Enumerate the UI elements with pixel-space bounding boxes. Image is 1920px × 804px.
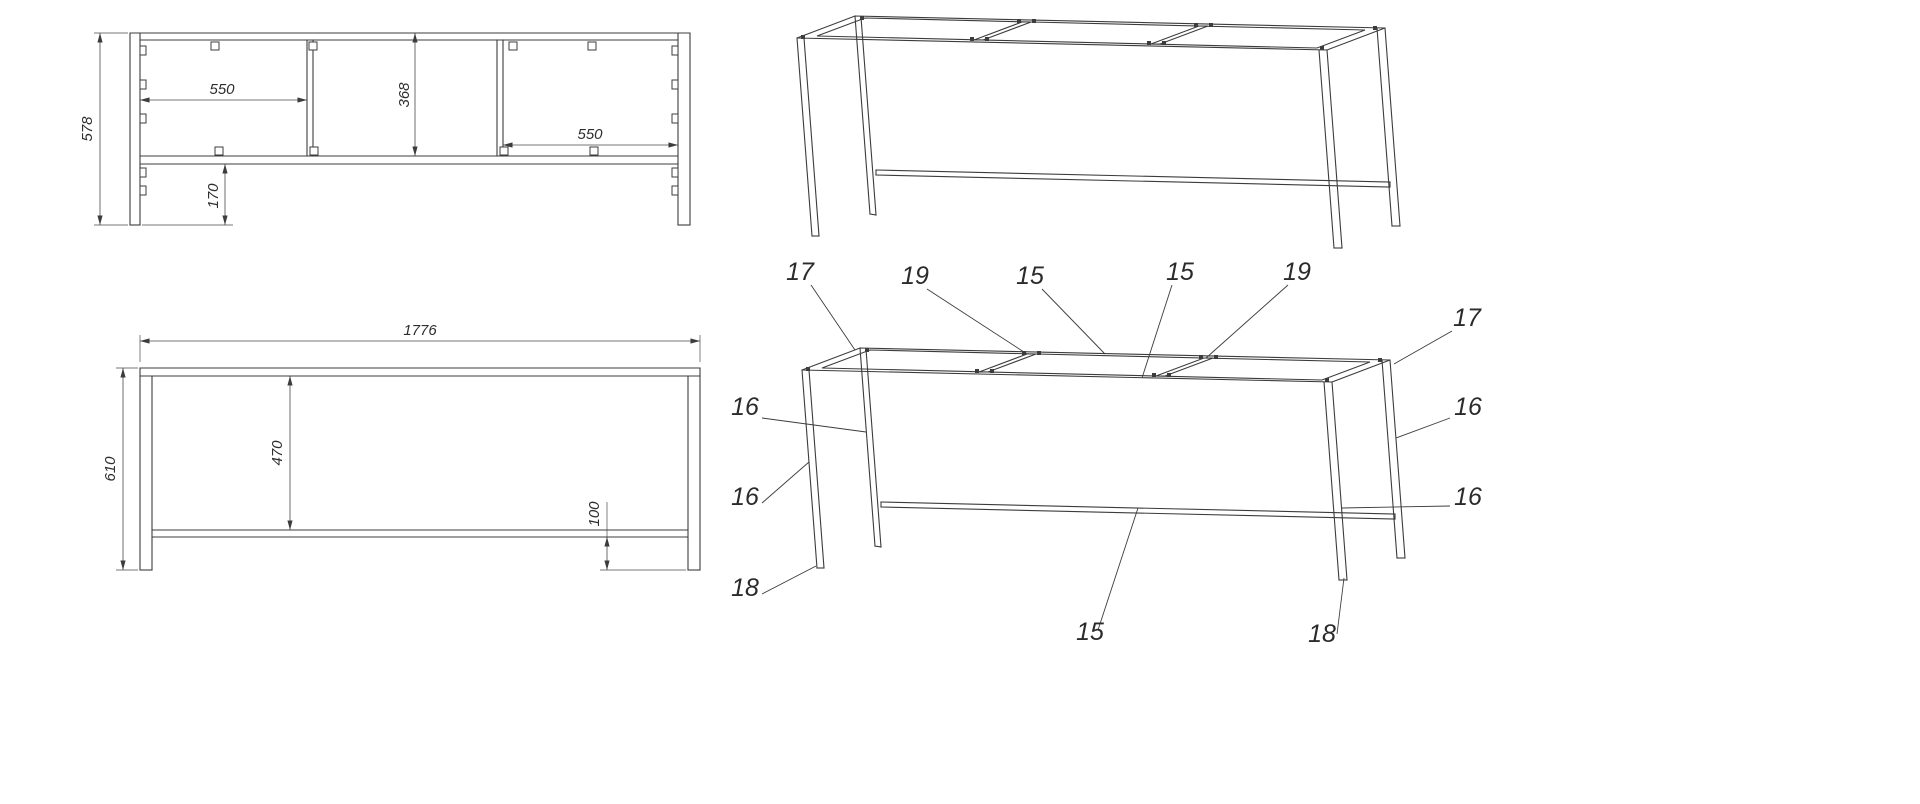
callout-15-stretcher: 15 <box>1076 618 1104 646</box>
dimension-depth-578: 578 <box>79 32 128 226</box>
dimension-foot-height-100: 100 <box>586 501 686 571</box>
dimension-clear-height-470: 470 <box>269 376 293 530</box>
dim-text-170: 170 <box>205 183 222 209</box>
dim-text-470: 470 <box>269 440 286 466</box>
callout-19-left: 19 <box>901 262 929 290</box>
dimension-length-1776: 1776 <box>139 322 701 362</box>
dim-text-100: 100 <box>586 501 603 527</box>
dim-text-368: 368 <box>396 82 413 108</box>
plan-clips <box>139 41 679 196</box>
dim-text-550-right: 550 <box>577 126 603 143</box>
callout-18-left: 18 <box>731 574 759 602</box>
callout-leaders <box>761 284 1453 635</box>
callout-17-left: 17 <box>786 258 815 286</box>
dimension-inner-depth-368: 368 <box>396 33 418 156</box>
front-view: 1776 610 470 100 <box>102 322 701 571</box>
iso-frame-labeled <box>801 347 1406 581</box>
callout-18-right: 18 <box>1308 620 1336 648</box>
dim-text-610: 610 <box>102 456 119 482</box>
callout-16-left-top: 16 <box>731 393 759 421</box>
dim-text-550-left: 550 <box>209 81 235 98</box>
callout-16-right-top: 16 <box>1454 393 1482 421</box>
iso-frame <box>796 15 1401 249</box>
dimension-height-610: 610 <box>102 367 138 571</box>
callout-labels: 17 19 15 15 19 17 16 16 16 16 18 15 18 <box>731 258 1482 648</box>
dim-text-578: 578 <box>79 116 96 142</box>
callout-16-left-bottom: 16 <box>731 483 759 511</box>
callout-17-right: 17 <box>1453 304 1482 332</box>
plan-view: 578 550 368 550 170 <box>79 32 691 226</box>
callout-19-right: 19 <box>1283 258 1311 286</box>
callout-15-back-rail: 15 <box>1016 262 1044 290</box>
dim-text-1776: 1776 <box>403 322 437 339</box>
iso-view-labeled: 17 19 15 15 19 17 16 16 16 16 18 15 18 <box>731 258 1482 648</box>
dimension-left-bay-550: 550 <box>140 81 307 103</box>
dimension-right-bay-550: 550 <box>503 126 678 148</box>
front-frame-lines <box>139 367 701 571</box>
callout-16-right-bottom: 16 <box>1454 483 1482 511</box>
plan-frame-lines <box>129 32 691 226</box>
iso-view <box>796 15 1401 249</box>
dimension-rail-offset-170: 170 <box>142 164 233 226</box>
callout-15-front-rail: 15 <box>1166 258 1194 286</box>
